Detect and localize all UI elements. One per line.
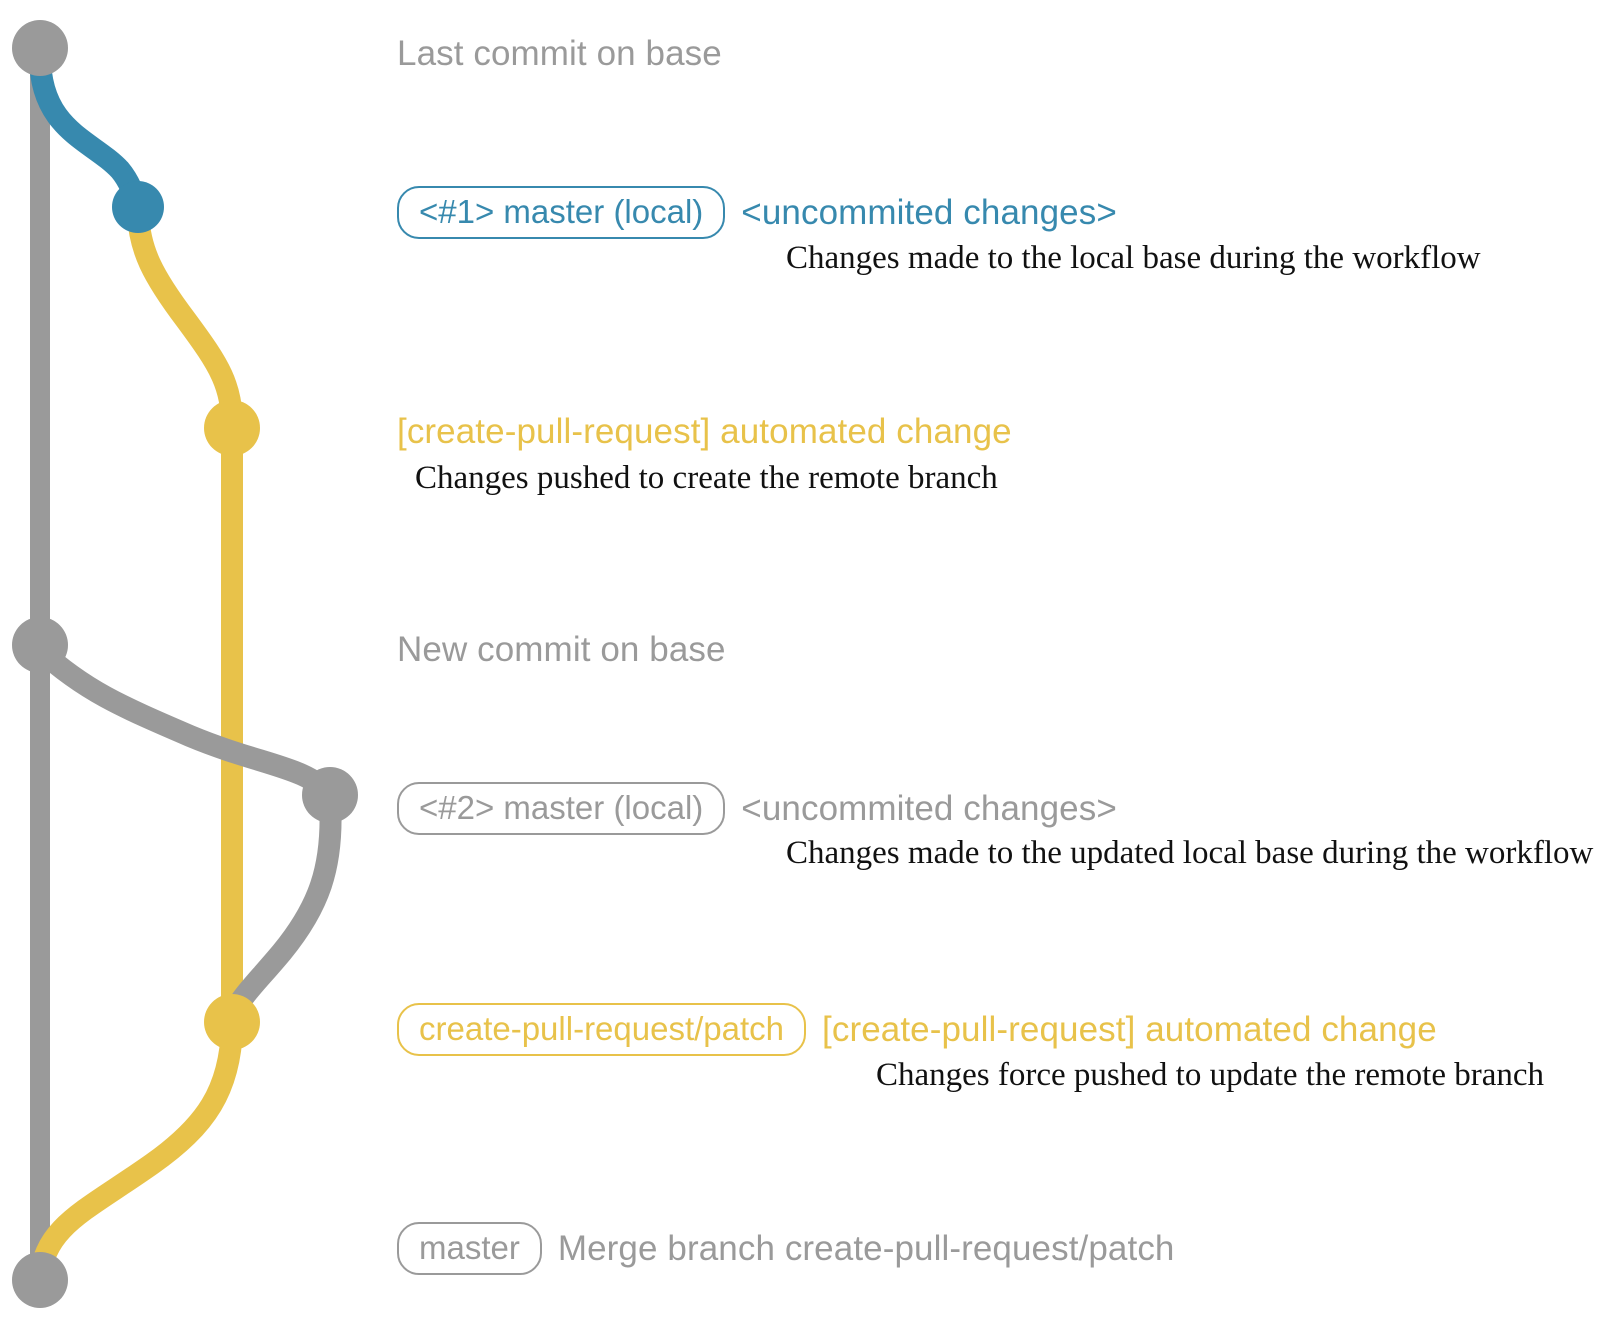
edge-local2-to-patch2 <box>221 789 342 1033</box>
row-master-local-1-title: <uncommited changes> <box>741 192 1117 232</box>
row-master-local-2-caption: Changes made to the updated local base d… <box>786 835 1594 871</box>
row-master-local-1-caption: Changes made to the local base during th… <box>786 240 1481 276</box>
branch-badge-master[interactable]: master <box>397 1222 542 1275</box>
row-master-local-2-title: <uncommited changes> <box>741 788 1117 828</box>
commit-node-local-2[interactable] <box>302 767 358 823</box>
row-master-local-1: <#1> master (local) <uncommited changes> <box>397 186 1117 239</box>
commit-node-automated-2[interactable] <box>204 994 260 1050</box>
row-automated-change-2-title: [create-pull-request] automated change <box>822 1009 1437 1049</box>
edge-patch2-to-merge <box>29 1017 243 1291</box>
branch-badge-master-local-1[interactable]: <#1> master (local) <box>397 186 726 239</box>
commit-node-local-1[interactable] <box>112 181 164 233</box>
edge-local1-to-patch1 <box>127 204 243 439</box>
commit-node-new-base[interactable] <box>12 617 68 673</box>
commit-node-automated-1[interactable] <box>204 400 260 456</box>
edge-newbase-to-local2 <box>29 639 341 806</box>
branch-badge-create-pull-request-patch[interactable]: create-pull-request/patch <box>397 1003 807 1056</box>
row-automated-change-1-caption: Changes pushed to create the remote bran… <box>415 460 998 496</box>
row-last-commit-on-base-title: Last commit on base <box>397 34 722 73</box>
edge-base-to-local1 <box>29 45 149 218</box>
row-new-commit-on-base-title: New commit on base <box>397 630 726 669</box>
row-merge-master: master Merge branch create-pull-request/… <box>397 1222 1174 1275</box>
row-automated-change-2: create-pull-request/patch [create-pull-r… <box>397 1003 1437 1056</box>
row-automated-change-1-title: [create-pull-request] automated change <box>397 412 1012 451</box>
row-automated-change-2-caption: Changes force pushed to update the remot… <box>876 1057 1545 1093</box>
row-master-local-2: <#2> master (local) <uncommited changes> <box>397 782 1117 835</box>
branch-badge-master-local-2[interactable]: <#2> master (local) <box>397 782 726 835</box>
commit-node-last-base[interactable] <box>12 20 68 76</box>
commit-node-merge-master[interactable] <box>12 1252 68 1308</box>
row-merge-master-title: Merge branch create-pull-request/patch <box>557 1228 1175 1268</box>
